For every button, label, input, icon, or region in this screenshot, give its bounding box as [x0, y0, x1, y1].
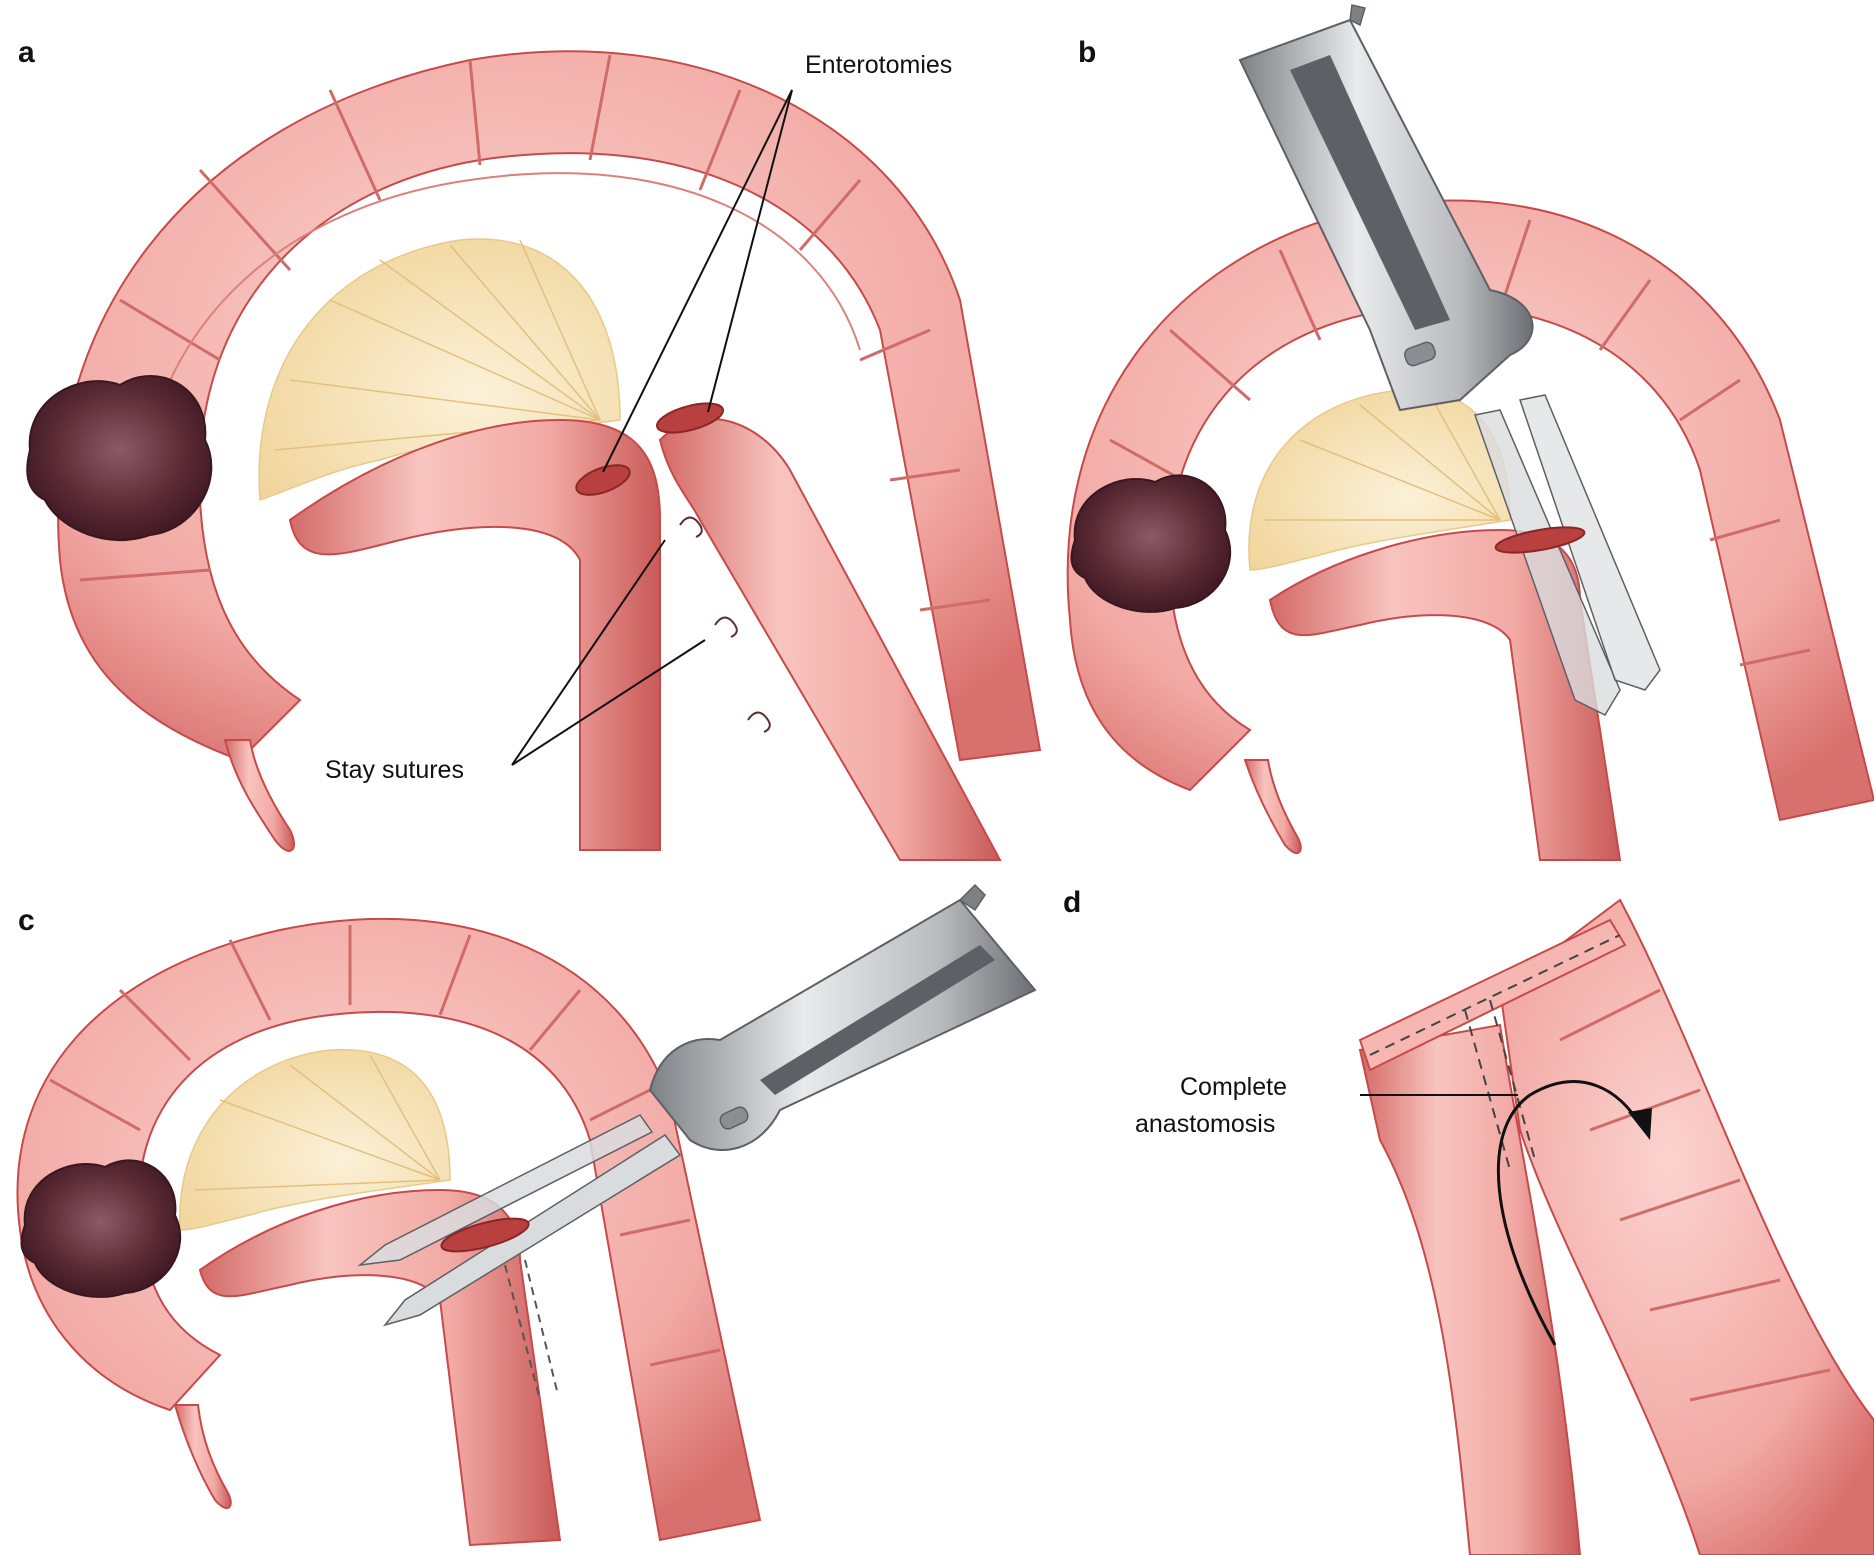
- panel-label-d: d: [1063, 886, 1081, 919]
- staple-line-c: [504, 1259, 559, 1401]
- stapler-c: [357, 883, 1037, 1327]
- appendix-a: [223, 739, 295, 852]
- panel-c: c: [16, 883, 1037, 1547]
- appendix-b: [1243, 759, 1302, 855]
- stay-sutures-leader-2: [511, 639, 706, 766]
- tumor-b: [1070, 474, 1231, 613]
- mesentery-a: [258, 238, 621, 502]
- anastomosis-top: [1358, 918, 1627, 1072]
- anastomosis-left-limb: [1358, 1023, 1582, 1555]
- staple-line-d: [1369, 934, 1621, 1171]
- mesentery-c: [179, 1048, 451, 1231]
- lumen-arrowhead: [1628, 1108, 1652, 1140]
- enterotomies-leader-2: [707, 89, 793, 413]
- appendix-c: [173, 1404, 232, 1510]
- small-bowel-loop-a: [288, 418, 661, 851]
- anastomosis-label-line2: anastomosis: [1135, 1110, 1275, 1138]
- enterotomy-c: [440, 1217, 530, 1253]
- stay-sutures-label: Stay sutures: [325, 756, 464, 784]
- stapler-b: [1238, 4, 1661, 716]
- colon-arch-b: [1066, 199, 1874, 822]
- lumen-arrow: [1496, 1080, 1642, 1346]
- panel-label-a: a: [18, 36, 35, 69]
- panel-a: a Enterotomies Stay sutures: [18, 36, 1042, 861]
- mesentery-folds-b: [1265, 394, 1501, 521]
- mesentery-folds-c: [194, 1054, 441, 1191]
- enterotomy-b: [1494, 526, 1586, 554]
- stay-suture-marks: [679, 516, 771, 733]
- enterotomy-left: [575, 464, 631, 496]
- tumor-c: [20, 1159, 181, 1298]
- colon-arch-c: [16, 917, 762, 1542]
- panel-label-b: b: [1078, 36, 1096, 69]
- enterotomies-label: Enterotomies: [805, 51, 952, 79]
- panel-label-c: c: [18, 904, 35, 937]
- enterotomies-leader-1: [602, 89, 793, 473]
- anastomosis-label-line1: Complete: [1180, 1073, 1287, 1101]
- tumor-a: [26, 375, 213, 542]
- stay-sutures-leader-1: [511, 539, 666, 766]
- panel-d: Complete anastomosis d: [1063, 886, 1874, 1555]
- enterotomy-right: [656, 402, 724, 434]
- panel-b: b: [1066, 4, 1874, 861]
